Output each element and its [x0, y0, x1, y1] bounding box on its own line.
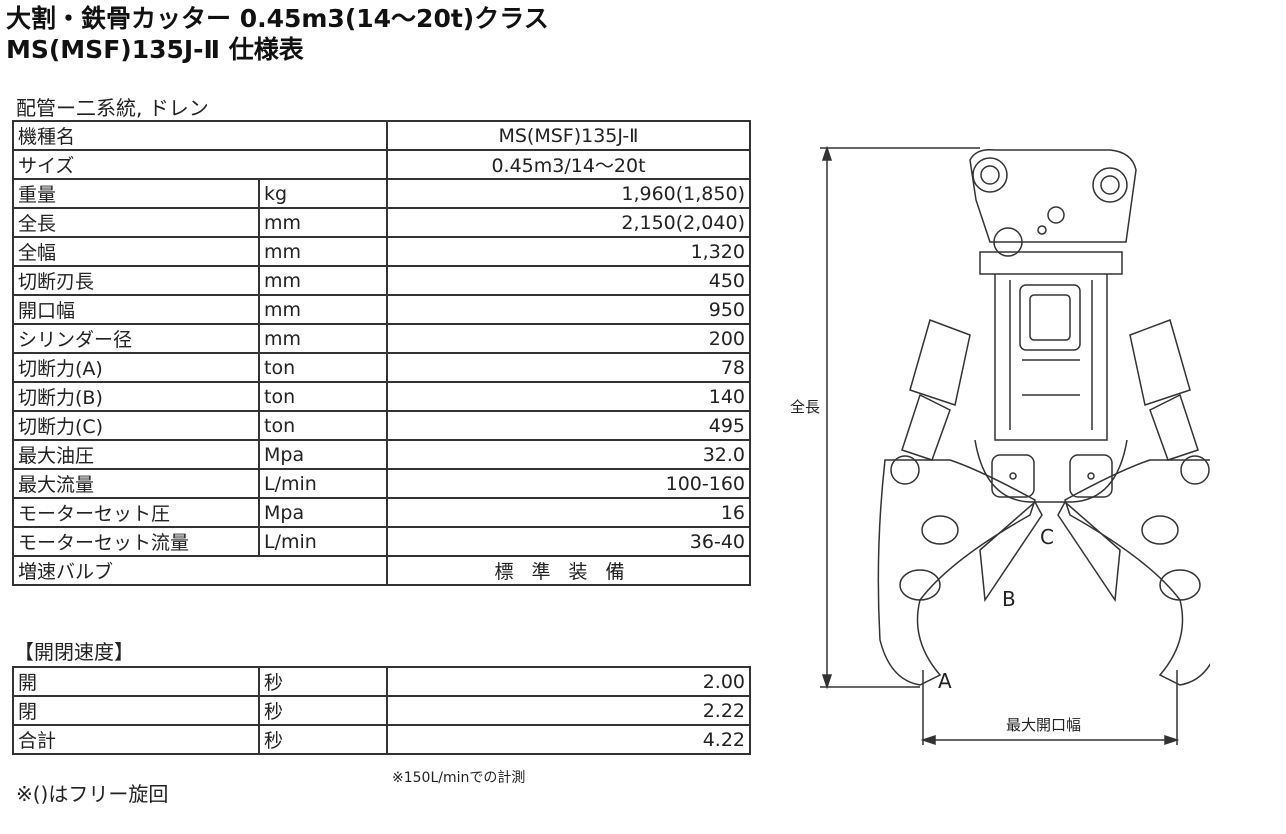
spec-label: 開口幅 — [12, 294, 260, 325]
speed-label: 閉 — [12, 695, 260, 726]
table-row: サイズ 0.45m3/14〜20t — [12, 149, 751, 180]
spec-value: 32.0 — [386, 439, 751, 470]
spec-unit: mm — [258, 236, 388, 267]
spec-unit: ton — [258, 410, 388, 441]
body-frame — [974, 274, 1128, 503]
spec-value: 450 — [386, 265, 751, 296]
length-label: 全長 — [790, 398, 820, 416]
opening-label: 最大開口幅 — [1006, 716, 1081, 734]
spec-unit: ton — [258, 352, 388, 383]
point-c-label: C — [1040, 525, 1054, 549]
spec-value: 16 — [386, 497, 751, 528]
spec-label: 切断刃長 — [12, 265, 260, 296]
piping-caption: 配管ー二系統, ドレン — [16, 96, 209, 120]
spec-unit: Mpa — [258, 497, 388, 528]
spec-unit: mm — [258, 265, 388, 296]
spec-value: 2,150(2,040) — [386, 207, 751, 238]
speed-label: 開 — [12, 666, 260, 697]
arrow-right-icon — [1164, 734, 1180, 746]
spec-label: 最大油圧 — [12, 439, 260, 470]
spec-label: サイズ — [12, 149, 388, 180]
spec-label: 切断力(C) — [12, 410, 260, 441]
table-row: 機種名 MS(MSF)135J-Ⅱ — [12, 120, 751, 151]
speed-value: 4.22 — [386, 724, 751, 755]
arrow-down-icon — [821, 674, 833, 690]
speed-unit: 秒 — [258, 695, 388, 726]
left-jaw — [877, 459, 1043, 686]
spec-value: 495 — [386, 410, 751, 441]
spec-label: 切断力(A) — [12, 352, 260, 383]
speed-value: 2.22 — [386, 695, 751, 726]
spec-label: 全長 — [12, 207, 260, 238]
spec-label: 切断力(B) — [12, 381, 260, 412]
spec-unit: mm — [258, 207, 388, 238]
speed-value: 2.00 — [386, 666, 751, 697]
spec-value: 78 — [386, 352, 751, 383]
spec-value: 1,960(1,850) — [386, 178, 751, 209]
right-cylinder — [1129, 319, 1210, 485]
speed-caption: 【開閉速度】 — [14, 640, 134, 664]
spec-unit: mm — [258, 323, 388, 354]
spec-unit: mm — [258, 294, 388, 325]
cutter-diagram: 全長 最大開口幅 A B C — [790, 145, 1210, 746]
spec-unit: kg — [258, 178, 388, 209]
spec-value: 1,320 — [386, 236, 751, 267]
spec-value: 140 — [386, 381, 751, 412]
spec-label: 最大流量 — [12, 468, 260, 499]
spec-label: 重量 — [12, 178, 260, 209]
right-jaw — [1057, 459, 1210, 686]
free-rotation-note: ※()はフリー旋回 — [16, 782, 169, 806]
spec-value: 0.45m3/14〜20t — [386, 149, 751, 180]
spec-unit: ton — [258, 381, 388, 412]
arrow-up-icon — [821, 145, 833, 161]
point-a-label: A — [938, 669, 952, 693]
speed-unit: 秒 — [258, 666, 388, 697]
spec-label: モーターセット流量 — [12, 526, 260, 557]
spec-value: 950 — [386, 294, 751, 325]
speed-unit: 秒 — [258, 724, 388, 755]
speed-label: 合計 — [12, 724, 260, 755]
spec-value: 標準装備 — [386, 555, 751, 586]
spec-label: 全幅 — [12, 236, 260, 267]
spec-unit: Mpa — [258, 439, 388, 470]
arrow-left-icon — [920, 734, 936, 746]
page-subtitle: MS(MSF)135J-Ⅱ 仕様表 — [6, 35, 304, 64]
spec-value: 36-40 — [386, 526, 751, 557]
point-b-label: B — [1002, 587, 1016, 611]
spec-label: 機種名 — [12, 120, 388, 151]
spec-label: シリンダー径 — [12, 323, 260, 354]
page-title: 大割・鉄骨カッター 0.45m3(14〜20t)クラス — [6, 4, 549, 33]
spec-unit: L/min — [258, 468, 388, 499]
spec-value: 100-160 — [386, 468, 751, 499]
bracket-top — [969, 148, 1137, 257]
measurement-note: ※150L/minでの計測 — [392, 770, 526, 786]
spec-label: 増速バルブ — [12, 555, 388, 586]
spec-value: MS(MSF)135J-Ⅱ — [386, 120, 751, 151]
spec-value: 200 — [386, 323, 751, 354]
spec-unit: L/min — [258, 526, 388, 557]
rotation-plate — [979, 251, 1123, 275]
left-cylinder — [890, 319, 971, 485]
table-row: 増速バルブ標準装備 — [12, 555, 751, 586]
spec-label: モーターセット圧 — [12, 497, 260, 528]
